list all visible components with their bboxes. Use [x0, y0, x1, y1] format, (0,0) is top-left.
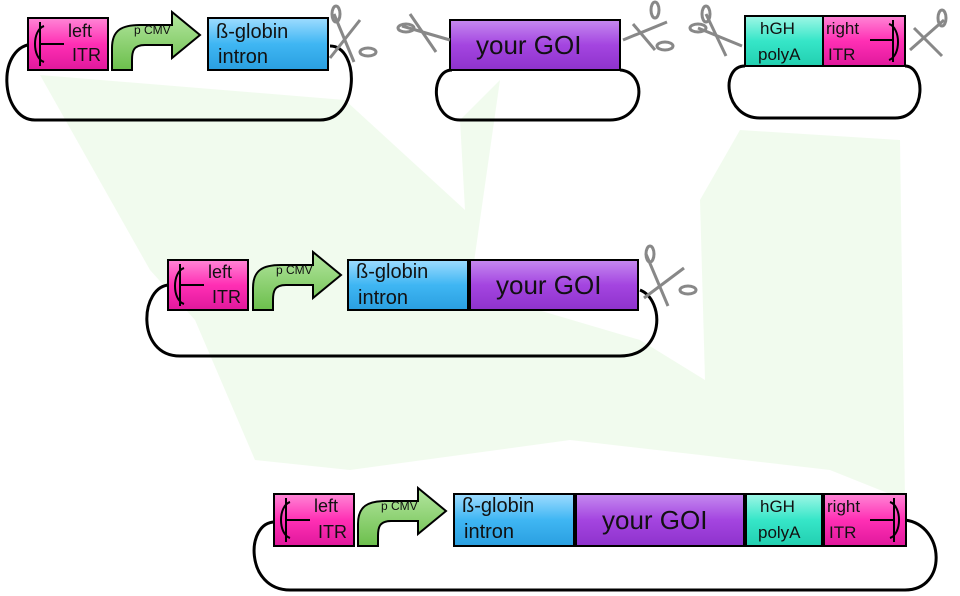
- funnel-left: [40, 75, 905, 500]
- promoter-arrow-icon: [357, 485, 448, 547]
- scissors-icon: [622, 0, 675, 52]
- scissors-icon: [396, 13, 451, 53]
- goi-block: [449, 19, 621, 71]
- hgh-polya-block: [745, 493, 823, 547]
- goi-block: [575, 493, 745, 547]
- promoter-arrow-icon: [111, 9, 202, 71]
- hairpin-itr-icon: [870, 498, 900, 542]
- hairpin-itr-icon: [174, 264, 204, 306]
- plasmid-intermediate: [145, 244, 698, 358]
- globin-intron-block: [453, 493, 575, 547]
- plasmid-donor-goi: [396, 0, 675, 122]
- plasmid-backbone: [5, 42, 353, 122]
- hairpin-itr-icon: [280, 498, 310, 542]
- plasmid-final: [252, 485, 938, 592]
- globin-intron-block: [207, 17, 329, 71]
- globin-intron-block: [347, 259, 469, 311]
- plasmid-donor-polya: [688, 4, 948, 120]
- plasmid-donor-promoter: [5, 4, 378, 122]
- funnel-arrows: [40, 75, 905, 500]
- hgh-polya-block: [744, 15, 824, 67]
- promoter-arrow-icon: [252, 249, 343, 311]
- plasmid-backbone: [434, 68, 641, 122]
- plasmid-backbone: [145, 283, 659, 358]
- hairpin-itr-icon: [34, 22, 64, 66]
- hairpin-itr-icon: [870, 20, 899, 62]
- goi-block: [469, 259, 639, 311]
- plasmid-backbone: [727, 64, 922, 120]
- scissors-icon: [909, 8, 948, 58]
- scissors-icon: [688, 4, 743, 57]
- plasmid-backbone: [252, 518, 938, 592]
- scissors-icon: [328, 4, 378, 63]
- scissors-icon: [643, 244, 698, 307]
